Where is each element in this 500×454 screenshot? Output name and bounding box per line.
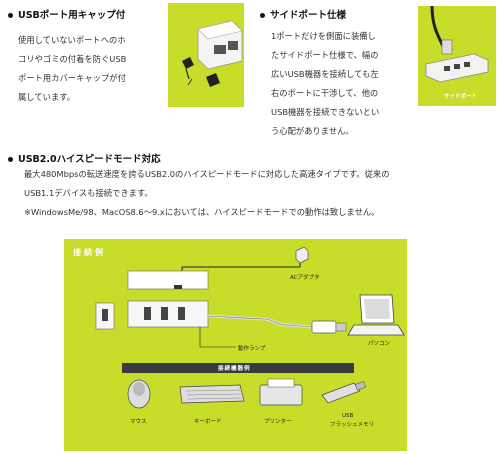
flash-drive-icon bbox=[321, 382, 361, 404]
printer-icon bbox=[259, 384, 303, 406]
bullet-icon bbox=[260, 13, 265, 18]
bullet-icon bbox=[8, 13, 13, 18]
side-port-illustration bbox=[425, 5, 489, 83]
device-label-mouse: マウス bbox=[130, 419, 147, 425]
usb-port bbox=[144, 307, 151, 320]
device-label-flash-memory: フラッシュメモリ bbox=[330, 422, 375, 428]
ac-adapter-label: ACアダプタ bbox=[290, 275, 320, 281]
device-label-printer: プリンター bbox=[264, 419, 292, 425]
connection-diagram: 接続例 bbox=[64, 239, 407, 451]
device-label-usb: USB bbox=[342, 413, 354, 419]
usb-plug-icon bbox=[311, 320, 337, 334]
usb-port bbox=[178, 307, 185, 320]
cap-product-image bbox=[168, 3, 244, 107]
hispeed-heading: USB2.0ハイスピードモード対応 bbox=[8, 151, 161, 165]
devices-title: 接続機器例 bbox=[218, 366, 251, 372]
bullet-icon bbox=[8, 157, 13, 162]
usb-port bbox=[161, 307, 168, 320]
hub-top-view bbox=[127, 270, 209, 290]
hispeed-description: 最大480Mbpsの転送速度を誇るUSB2.0のハイスピードモードに対応した高速… bbox=[24, 169, 390, 217]
side-port-heading: サイドポート仕様 bbox=[260, 7, 346, 21]
side-port-image: サイドポート bbox=[418, 5, 496, 106]
cap-description: 使用していないポートへのホ コリやゴミの付着を防ぐUSB ポート用カバーキャップ… bbox=[18, 35, 127, 102]
pc-label: パソコン bbox=[368, 341, 391, 347]
cap-heading: USBポート用キャップ付 bbox=[8, 7, 125, 21]
diagram-illustration bbox=[95, 246, 405, 409]
lamp-label: 動作ランプ bbox=[238, 346, 266, 352]
side-port-image-label: サイドポート bbox=[444, 94, 478, 100]
diagram-title: 接続例 bbox=[73, 248, 106, 257]
side-port-description: 1ポートだけを側面に装備し たサイドポート仕様で、幅の 広いUSB機器を接続して… bbox=[271, 31, 380, 136]
device-label-keyboard: キーボード bbox=[194, 419, 222, 425]
ac-adapter-icon bbox=[295, 246, 309, 264]
lamp-pointer bbox=[199, 327, 236, 348]
devices-bar bbox=[122, 363, 354, 373]
usb-hub-cap-illustration bbox=[182, 20, 243, 87]
